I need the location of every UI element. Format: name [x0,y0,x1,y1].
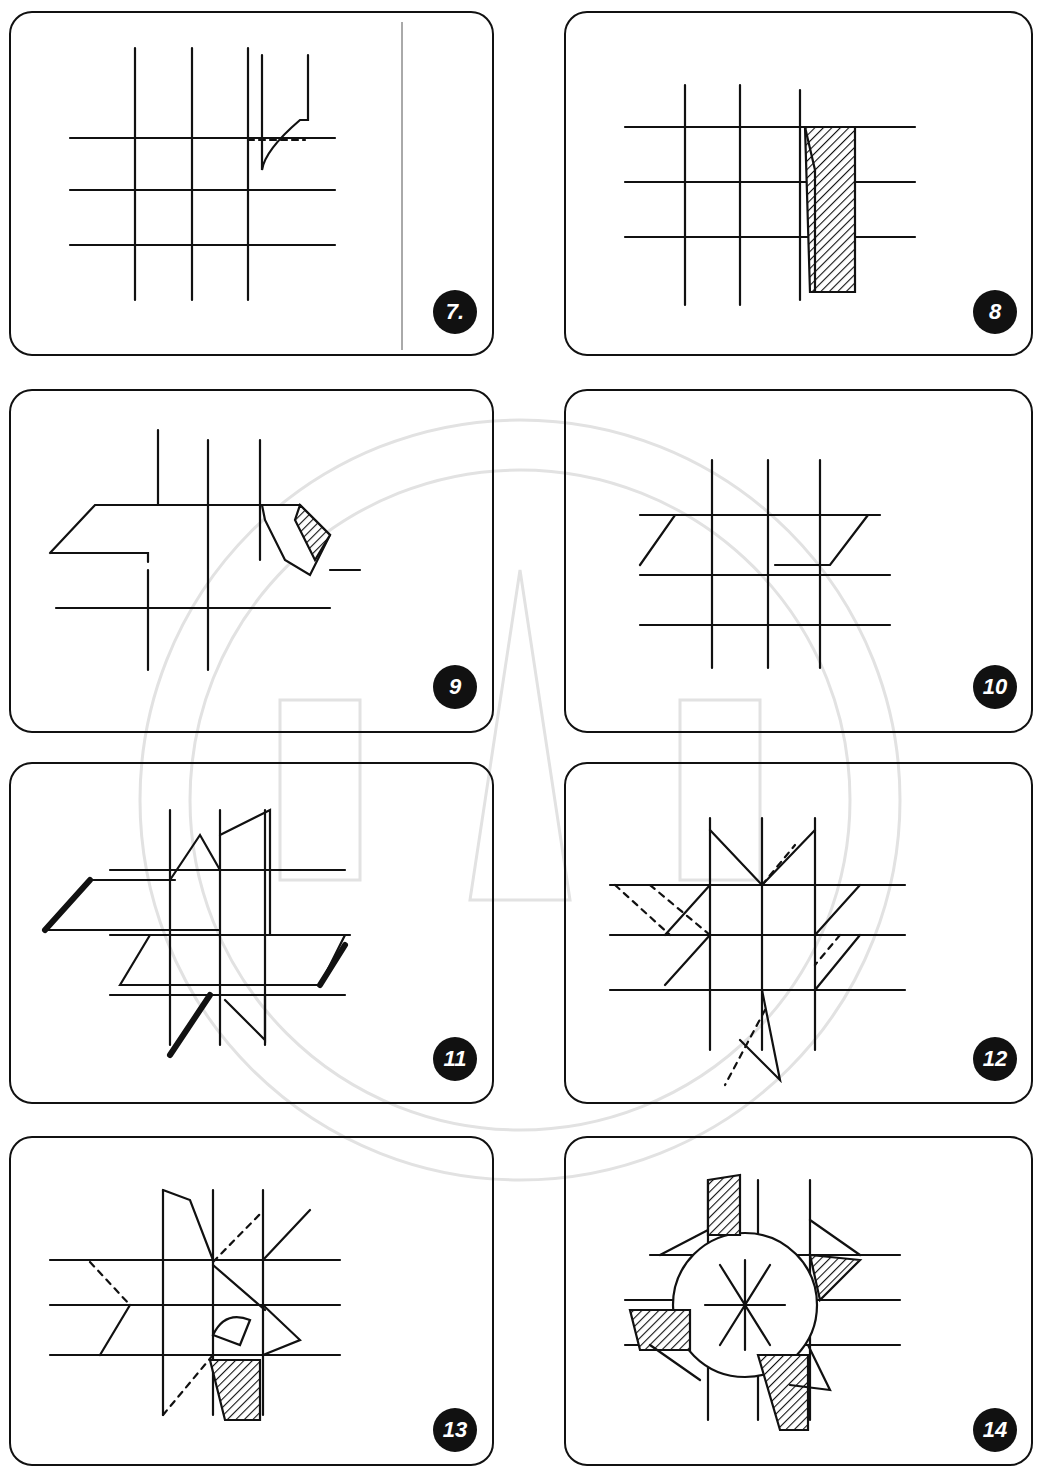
step-badge: 11 [433,1037,477,1081]
seal-watermark [140,420,900,1180]
step-badge: 10 [973,665,1017,709]
panel-frames [10,12,1032,1465]
step-badge: 13 [433,1408,477,1452]
step-number: 10 [983,674,1007,700]
step-badge: 14 [973,1408,1017,1452]
step-number: 13 [443,1417,467,1443]
step-number: 11 [444,1046,467,1072]
step-number: 9 [449,674,461,700]
step-badge: 12 [973,1037,1017,1081]
step-number: 12 [983,1046,1007,1072]
step-number: 14 [983,1417,1007,1443]
step-badge: 9 [433,665,477,709]
step-number: 8 [989,299,1001,325]
step-number: 7. [446,299,464,325]
step-badge: 8 [973,290,1017,334]
step-badge: 7. [433,290,477,334]
